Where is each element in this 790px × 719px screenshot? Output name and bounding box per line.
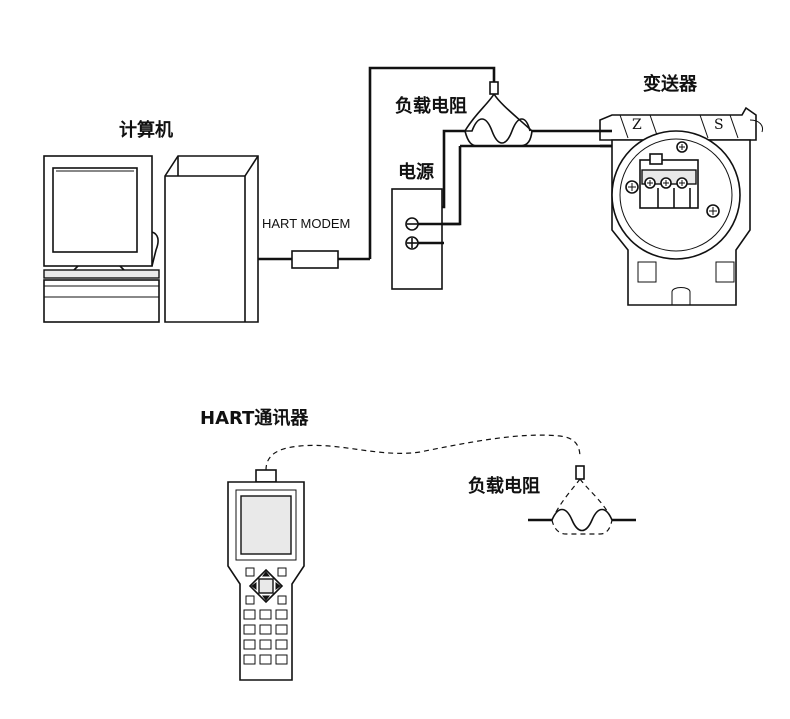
keyboard-icon <box>43 269 160 323</box>
hart-modem-label: HART MODEM <box>262 216 351 231</box>
terminal-block-icon <box>639 153 699 209</box>
load-resistor-bottom-label: 负载电阻 <box>468 476 540 497</box>
dpad-icon <box>245 567 287 605</box>
transmitter <box>599 106 763 306</box>
hart-modem <box>258 66 496 269</box>
zero-mark: Z <box>632 117 642 133</box>
keypad-icon <box>243 609 288 665</box>
load-resistor-top-label: 负载电阻 <box>395 96 467 117</box>
transmitter-label: 变送器 <box>643 74 697 95</box>
computer-label: 计算机 <box>119 120 173 141</box>
tower-case-icon <box>164 155 259 323</box>
span-mark: S <box>714 117 724 133</box>
computer <box>43 155 259 323</box>
minus-terminal-icon <box>405 217 419 231</box>
power-supply <box>391 188 460 290</box>
monitor-icon <box>43 155 159 275</box>
hart-communicator <box>227 469 305 681</box>
power-supply-label: 电源 <box>398 162 434 183</box>
plus-terminal-icon <box>405 236 419 250</box>
hart-communicator-label: HART通讯器 <box>200 408 309 429</box>
communicator-lead <box>265 434 581 471</box>
screw-icon <box>625 141 720 218</box>
load-resistor-bottom <box>528 465 636 535</box>
